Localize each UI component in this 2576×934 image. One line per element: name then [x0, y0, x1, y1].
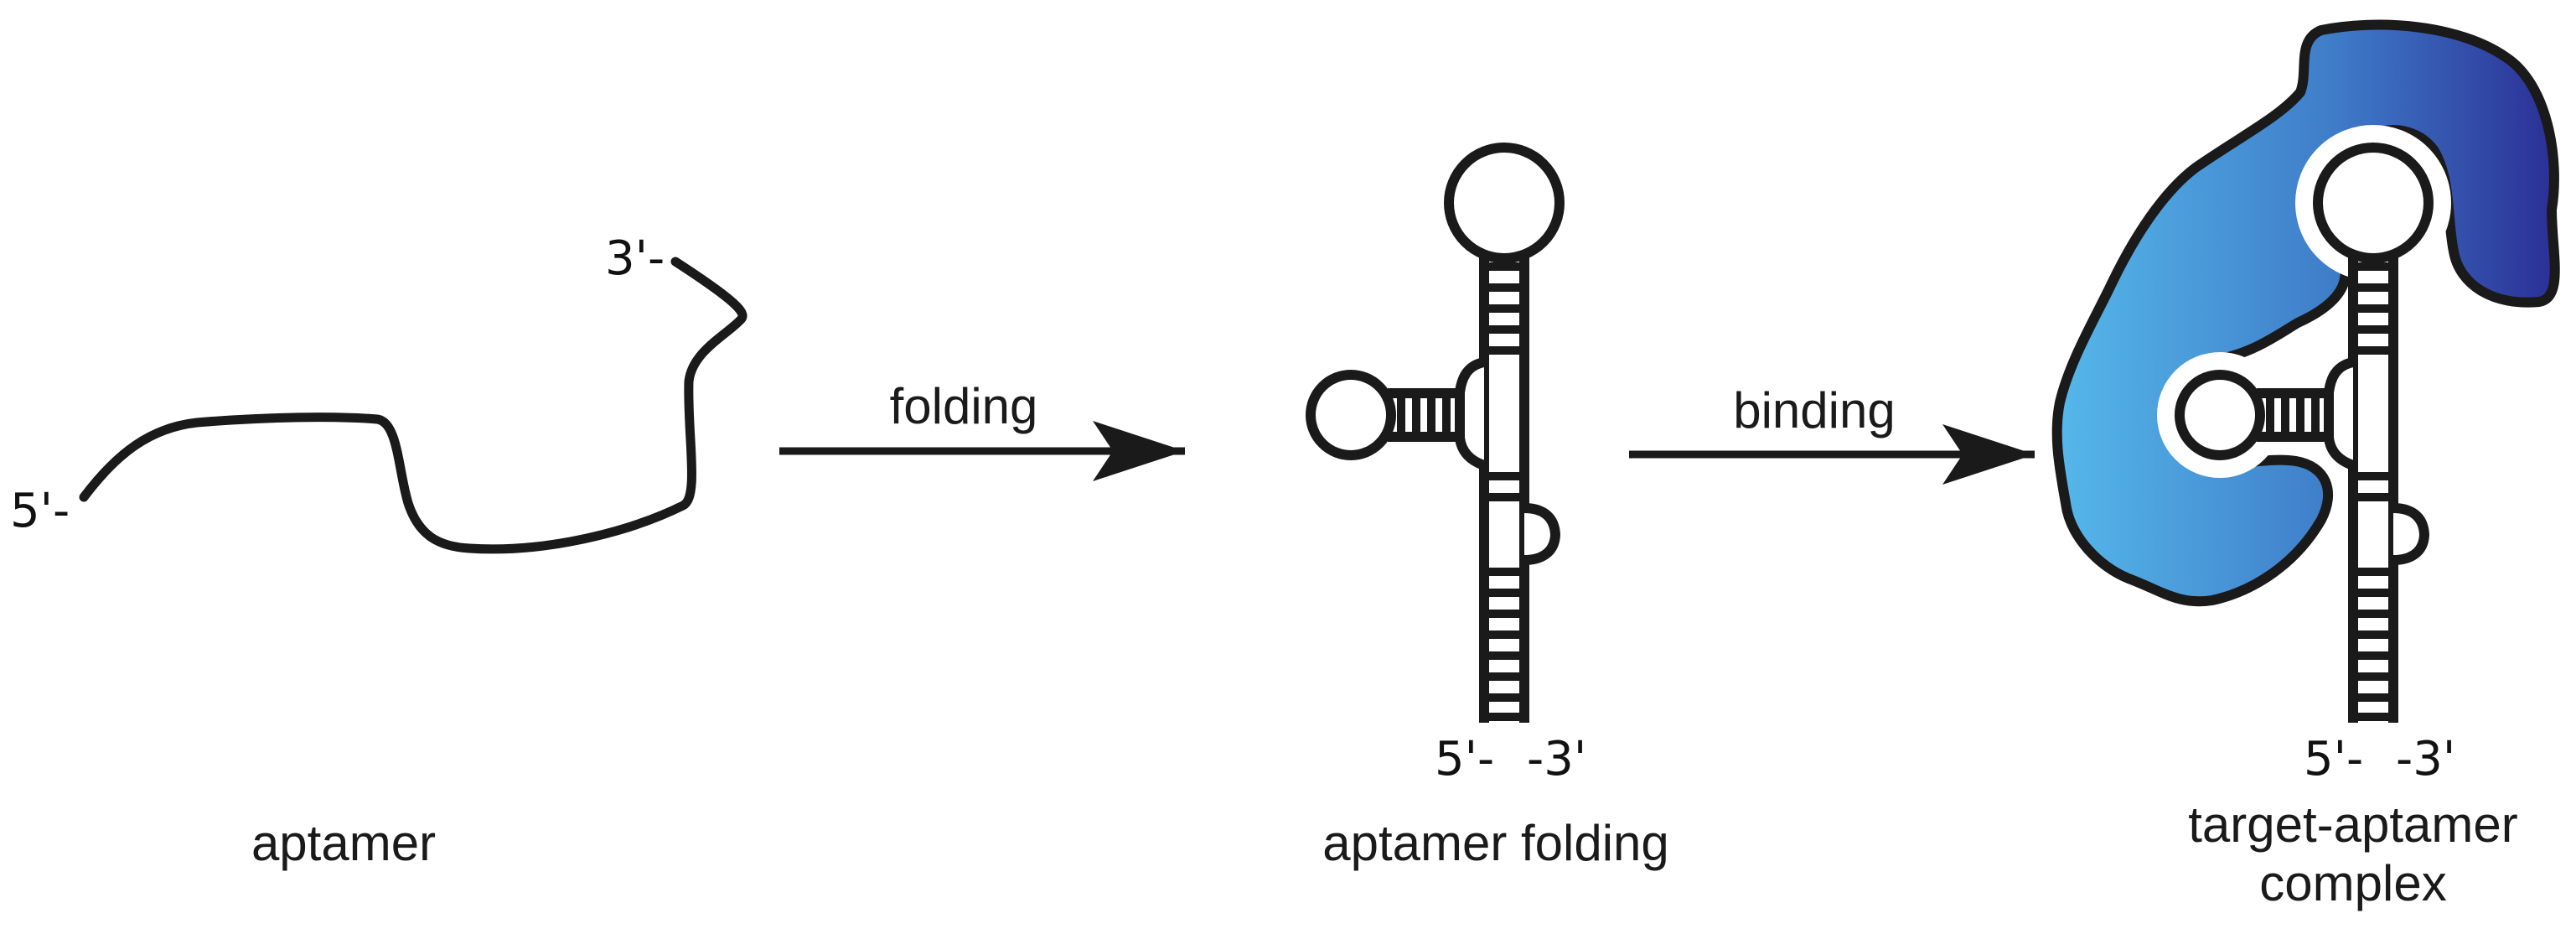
unfolded-three-prime-label: 3'-: [605, 231, 665, 286]
complex-three-prime-label: -3': [2396, 732, 2455, 786]
aptamer-stage-label: aptamer: [251, 815, 436, 871]
folded-aptamer-structure: [1311, 148, 1560, 723]
complex-stage-label-line2: complex: [2259, 855, 2446, 911]
folded-aptamer: 5'- -3' aptamer folding: [1311, 148, 1669, 871]
folded-three-prime-label: -3': [1527, 732, 1586, 786]
target-molecule: [2051, 19, 2560, 607]
target-aptamer-complex: 5'- -3' target-aptamer complex: [2051, 19, 2560, 911]
complex-five-prime-label: 5'-: [2304, 732, 2363, 786]
unfolded-five-prime-label: 5'-: [10, 484, 70, 538]
folding-arrow-label: folding: [890, 378, 1038, 434]
complex-stage-label-line1: target-aptamer: [2188, 796, 2518, 853]
aptamer-folding-stage-label: aptamer folding: [1322, 815, 1669, 871]
folding-arrow: folding: [779, 378, 1185, 481]
binding-arrow: binding: [1629, 382, 2035, 485]
folded-five-prime-label: 5'-: [1435, 732, 1494, 786]
unfolded-aptamer: 5'- 3'- aptamer: [10, 231, 747, 871]
unfolded-aptamer-strand: [79, 257, 747, 554]
binding-arrow-label: binding: [1733, 382, 1896, 438]
